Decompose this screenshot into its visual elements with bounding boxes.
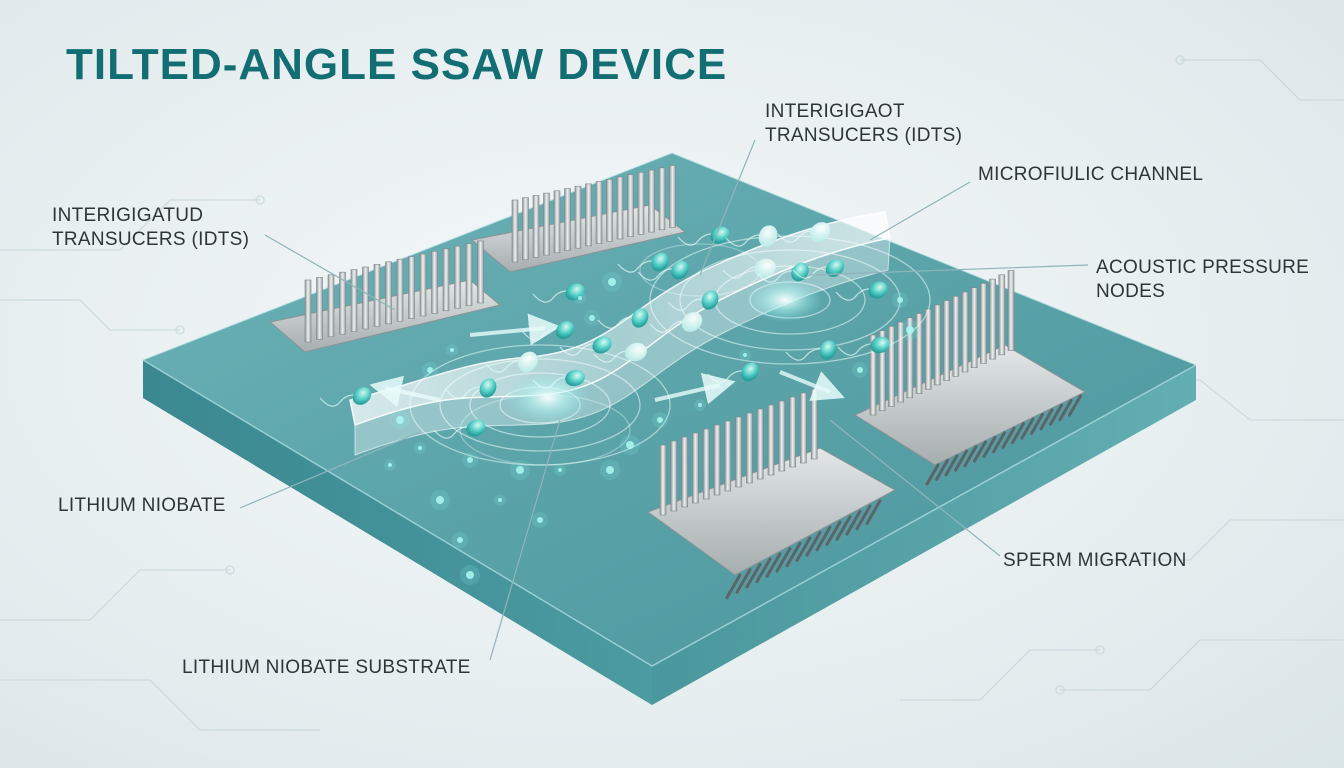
label-leader-lines	[239, 139, 1089, 661]
label-sperm-migration: SPERM MIGRATION	[1003, 550, 1187, 571]
label-idt-left-line-2: TRANSUCERS (IDTS)	[52, 229, 250, 250]
sparkle-particles	[384, 272, 920, 585]
label-idt-top-line-1: INTERIGIGAOT	[765, 101, 905, 122]
label-lithium-niobate: LITHIUM NIOBATE	[58, 495, 226, 516]
idt-electrode-left	[268, 240, 502, 353]
label-acoustic-pressure-nodes-line-1: ACOUSTIC PRESSURE	[1096, 257, 1310, 278]
sperm-cells	[319, 222, 890, 439]
label-idt-top-line-2: TRANSUCERS (IDTS)	[765, 125, 963, 146]
label-lithium-niobate-substrate: LITHIUM NIOBATE SUBSTRATE	[182, 657, 471, 678]
label-idt-left: INTERIGIGATUD TRANSUCERS (IDTS)	[52, 204, 249, 252]
flow-arrows	[369, 313, 845, 408]
diagram-title: TILTED-ANGLE SSAW DEVICE	[66, 40, 728, 89]
label-idt-top: INTERIGIGAOT TRANSUCERS (IDTS)	[765, 100, 962, 148]
background-circuit-traces	[0, 55, 1344, 731]
idt-electrode-back-left	[470, 165, 687, 273]
label-acoustic-pressure-nodes-line-2: NODES	[1096, 281, 1166, 302]
label-acoustic-pressure-nodes: ACOUSTIC PRESSURE NODES	[1096, 256, 1309, 304]
idt-electrode-front	[646, 388, 897, 600]
label-microfluidic-channel: MICROFIULIC CHANNEL	[978, 164, 1204, 185]
label-idt-left-line-1: INTERIGIGATUD	[52, 205, 204, 226]
idt-electrode-right	[853, 270, 1087, 486]
